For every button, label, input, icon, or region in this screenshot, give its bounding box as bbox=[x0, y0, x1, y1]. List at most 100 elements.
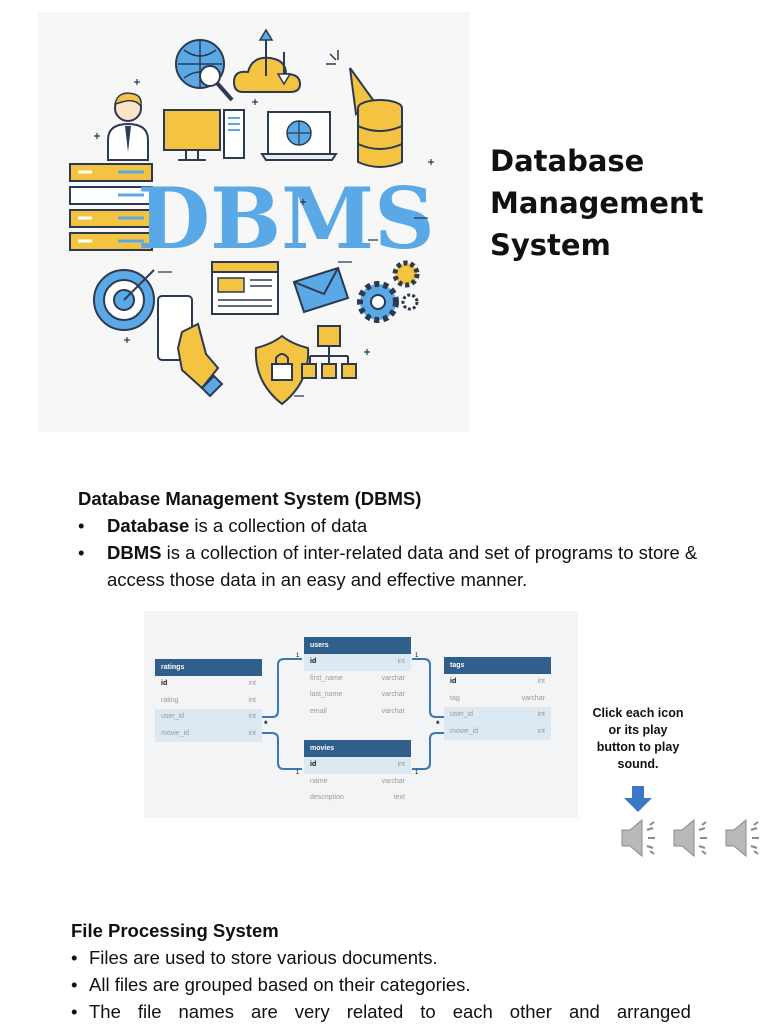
cardinality-many: * bbox=[436, 719, 440, 729]
column-type: int bbox=[397, 761, 405, 768]
word: each bbox=[452, 1001, 493, 1022]
laptop-icon bbox=[260, 111, 338, 161]
table-row: user_id int bbox=[444, 707, 551, 724]
hierarchy-icon bbox=[301, 325, 357, 379]
column-type: varchar bbox=[521, 694, 545, 702]
list-item: • Files are used to store various docume… bbox=[71, 944, 691, 971]
word: names bbox=[178, 1001, 235, 1022]
person-icon bbox=[107, 92, 149, 161]
bullet-text: The file names are very related to each … bbox=[89, 998, 691, 1025]
bullet-marker: • bbox=[71, 1001, 78, 1022]
table-row: name varchar bbox=[304, 773, 411, 790]
server-icon bbox=[69, 163, 153, 251]
list-item: • DBMS is a collection of inter-related … bbox=[78, 539, 698, 593]
dbms-definition-section: Database Management System (DBMS) • Data… bbox=[78, 485, 698, 593]
list-item: • Database is a collection of data bbox=[78, 512, 698, 539]
column-type: text bbox=[393, 794, 405, 801]
dbms-illustration: DBMS bbox=[38, 12, 470, 432]
table-row: movie_id int bbox=[155, 725, 262, 742]
desktop-icon bbox=[163, 109, 245, 161]
er-diagram: 1 1 1 1 * * ratings id int rating int user… bbox=[144, 611, 578, 818]
table-row: description text bbox=[304, 790, 411, 807]
column-name: name bbox=[310, 777, 328, 785]
column-name: user_id bbox=[450, 711, 473, 718]
word: very bbox=[294, 1001, 330, 1022]
shield-lock-icon bbox=[254, 334, 310, 406]
column-type: varchar bbox=[381, 691, 405, 698]
browser-window-icon bbox=[211, 261, 279, 315]
speaker-icon[interactable] bbox=[621, 818, 655, 858]
table-header: users bbox=[304, 637, 411, 654]
column-type: int bbox=[248, 713, 256, 720]
title-line-2: Management bbox=[490, 186, 704, 220]
column-type: int bbox=[248, 729, 256, 737]
column-type: varchar bbox=[381, 707, 405, 715]
table-row: user_id int bbox=[155, 709, 262, 726]
section-heading: Database Management System (DBMS) bbox=[78, 488, 422, 509]
bullet-marker: • bbox=[78, 515, 85, 536]
column-type: varchar bbox=[381, 674, 405, 682]
cardinality-one: 1 bbox=[415, 653, 419, 659]
table-movies: movies id int name varchar description text bbox=[304, 740, 411, 807]
bullet-text: is a collection of data bbox=[189, 515, 368, 536]
table-row: first_name varchar bbox=[304, 670, 411, 687]
word: related bbox=[346, 1001, 404, 1022]
list-item: • The file names are very related to eac… bbox=[71, 998, 691, 1025]
audio-instruction: Click each icon or its play button to pl… bbox=[592, 706, 684, 771]
column-type: int bbox=[537, 678, 545, 685]
column-name: movie_id bbox=[161, 729, 190, 737]
bullet-marker: • bbox=[78, 542, 85, 563]
cardinality-one: 1 bbox=[296, 770, 300, 776]
title-line-1: Database bbox=[490, 144, 645, 178]
speaker-icon[interactable] bbox=[725, 818, 759, 858]
table-header: ratings bbox=[155, 659, 262, 676]
bullet-text: is a collection of inter-related data an… bbox=[107, 542, 698, 590]
column-name: email bbox=[310, 707, 327, 715]
column-name: id bbox=[161, 680, 168, 687]
word: The bbox=[89, 1001, 121, 1022]
cloud-icon bbox=[232, 28, 302, 93]
column-name: tag bbox=[450, 694, 460, 702]
speaker-icon[interactable] bbox=[673, 818, 707, 858]
word: are bbox=[251, 1001, 278, 1022]
word: arranged bbox=[616, 1001, 691, 1022]
word: and bbox=[568, 1001, 600, 1022]
bold-term: DBMS bbox=[107, 542, 162, 563]
title-line-3: System bbox=[490, 228, 611, 262]
column-name: id bbox=[310, 761, 317, 768]
column-name: description bbox=[310, 794, 344, 801]
cardinality-one: 1 bbox=[296, 653, 300, 659]
column-name: first_name bbox=[310, 674, 343, 682]
table-row: email varchar bbox=[304, 703, 411, 720]
bullet-text: All files are grouped based on their cat… bbox=[89, 974, 471, 995]
column-type: int bbox=[397, 658, 405, 665]
file-processing-section: File Processing System • Files are used … bbox=[71, 917, 691, 1025]
column-name: last_name bbox=[310, 691, 343, 698]
globe-search-icon bbox=[175, 39, 234, 102]
database-icon bbox=[357, 99, 403, 168]
bullet-marker: • bbox=[71, 974, 78, 995]
column-type: int bbox=[537, 711, 545, 718]
column-name: rating bbox=[161, 696, 179, 704]
table-header: movies bbox=[304, 740, 411, 757]
speaker-group bbox=[621, 818, 759, 858]
bullet-marker: • bbox=[71, 947, 78, 968]
cardinality-one: 1 bbox=[415, 770, 419, 776]
bullet-text: Files are used to store various document… bbox=[89, 947, 438, 968]
column-type: varchar bbox=[381, 777, 405, 785]
table-row: rating int bbox=[155, 692, 262, 709]
table-header: tags bbox=[444, 657, 551, 674]
dbms-illustration-art: DBMS bbox=[69, 28, 435, 406]
column-type: int bbox=[248, 696, 256, 704]
column-name: movie_id bbox=[450, 727, 479, 735]
table-row: tag varchar bbox=[444, 690, 551, 707]
column-name: user_id bbox=[161, 713, 184, 720]
list-item: • All files are grouped based on their c… bbox=[71, 971, 691, 998]
column-name: id bbox=[310, 658, 317, 665]
dbms-logo-text: DBMS bbox=[137, 169, 435, 268]
cardinality-many: * bbox=[264, 719, 268, 729]
